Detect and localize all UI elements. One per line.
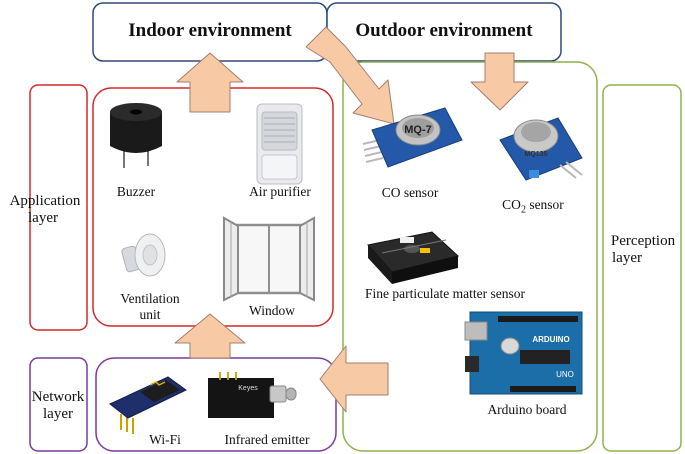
window-illustration — [223, 216, 315, 302]
arrow-actuators-to-indoor — [176, 52, 244, 113]
ventilation-unit-label-line1: Ventilation — [120, 291, 180, 306]
arrow-indoor-to-co-sensor — [305, 26, 395, 125]
co2-sensor-label-prefix: CO — [502, 197, 521, 212]
pm-sensor-illustration — [367, 231, 460, 284]
network-layer-box — [29, 357, 88, 452]
perception-layer-label: Perception layer — [603, 233, 683, 268]
ventilation-unit-label: Ventilation unit — [104, 291, 196, 322]
buzzer-label: Buzzer — [116, 184, 156, 199]
uno-mark: UNO — [556, 370, 574, 379]
arduino-logo-mark: ARDUINO — [532, 335, 569, 344]
mq135-mark: MQ135 — [525, 151, 548, 158]
co2-sensor-label: CO2 sensor — [488, 197, 578, 216]
co-sensor-illustration: MQ-7 — [362, 107, 463, 168]
application-layer-label: Application layer — [2, 193, 88, 228]
infrared-emitter-label: Infrared emitter — [224, 432, 310, 447]
air-purifier-label: Air purifier — [249, 184, 311, 199]
arrow-network-to-actuators — [174, 313, 246, 359]
application-layer-label-line2: layer — [28, 210, 58, 227]
outdoor-environment-title: Outdoor environment — [355, 20, 533, 41]
network-layer-label-line2: layer — [43, 406, 73, 423]
co-sensor-label: CO sensor — [381, 185, 439, 200]
arduino-board-illustration: ARDUINO UNO — [464, 311, 583, 395]
keyes-mark: Keyes — [238, 385, 258, 392]
perception-layer-label-line2: layer — [612, 250, 642, 267]
wifi-label: Wi-Fi — [149, 432, 181, 447]
co2-sensor-label-suffix: sensor — [525, 197, 564, 212]
sensor-group-box — [342, 61, 598, 452]
network-layer-label: Network layer — [16, 389, 100, 424]
co2-sensor-label-subscript: 2 — [520, 204, 526, 216]
infrared-emitter-illustration: Keyes — [208, 372, 297, 418]
indoor-environment-title: Indoor environment — [128, 20, 292, 41]
window-label: Window — [249, 303, 295, 318]
air-purifier-illustration — [256, 103, 303, 185]
network-layer-label-line1: Network — [31, 389, 85, 405]
application-layer-label-line1: Application — [9, 193, 81, 209]
wifi-module-illustration — [109, 376, 187, 434]
ventilation-unit-label-line2: unit — [139, 306, 161, 322]
perception-layer-label-line1: Perception — [610, 233, 676, 249]
ventilation-unit-illustration — [121, 233, 166, 277]
arrow-outdoor-to-sensors — [470, 52, 529, 111]
application-layer-box — [29, 84, 88, 331]
mq7-mark: MQ-7 — [404, 124, 432, 136]
buzzer-illustration — [110, 103, 162, 168]
pm-sensor-label: Fine particulate matter sensor — [364, 286, 526, 301]
perception-layer-box — [602, 84, 682, 452]
co2-sensor-illustration: MQ135 — [499, 117, 583, 181]
arduino-board-label: Arduino board — [487, 402, 567, 417]
arrow-sensors-to-network — [319, 345, 389, 413]
